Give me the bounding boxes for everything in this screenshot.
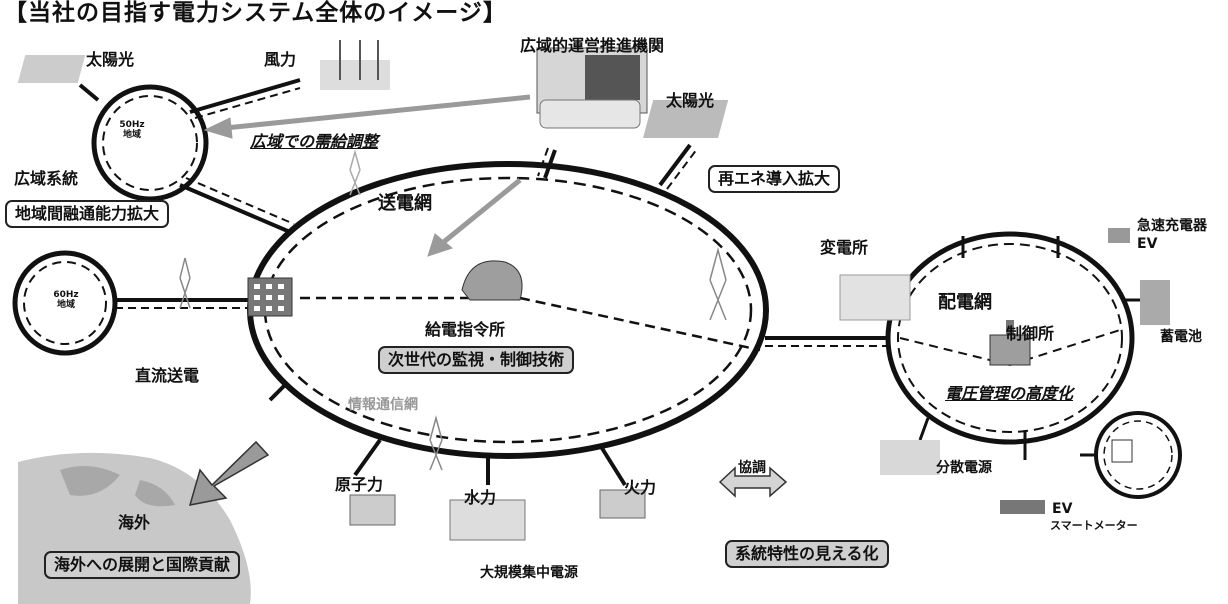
box-renewable: 再エネ導入拡大 [708, 165, 841, 193]
connection-lines [78, 78, 1121, 487]
label-wide-grid: 広域系統 [14, 169, 79, 188]
label-comm-network: 情報通信網 [348, 397, 418, 413]
label-dispatch-center: 給電指令所 [425, 320, 506, 339]
page-title: 【当社の目指す電力システム全体のイメージ】 [4, 0, 507, 26]
label-ocgo: 広域的運営推進機関 [520, 36, 665, 55]
freq60-ring [12, 250, 118, 356]
transmission-ring [247, 161, 769, 459]
der-ring [1094, 411, 1182, 499]
label-wide-area-supply: 広域での需給調整 [250, 132, 379, 151]
freq50-comm-ring [102, 95, 198, 191]
label-control-center: 制御所 [1006, 324, 1055, 343]
label-coordination: 協調 [738, 460, 766, 476]
label-smart-meter: スマートメーター [1050, 519, 1138, 532]
label-wind-top: 風力 [264, 50, 297, 69]
box-voltage: 電圧管理の高度化 [945, 384, 1074, 403]
label-distribution-network: 配電網 [938, 292, 992, 313]
freq50-ring [91, 84, 209, 202]
box-overseas-expansion: 海外への展開と国際貢献 [44, 551, 241, 579]
label-fast-charger: 急速充電器 EV [1137, 218, 1207, 252]
label-hydro: 水力 [464, 488, 497, 507]
label-solar-right: 太陽光 [666, 91, 715, 110]
box-interregional: 地域間融通能力拡大 [5, 200, 170, 228]
label-hvdc: 直流送電 [135, 366, 200, 385]
label-battery: 蓄電池 [1160, 329, 1202, 345]
box-next-gen: 次世代の監視・制御技術 [378, 346, 575, 374]
label-ev: EV [1052, 501, 1073, 517]
label-solar-left: 太陽光 [86, 50, 135, 69]
box-grid-visibility: 系統特性の見える化 [725, 540, 889, 568]
globe-continent [60, 466, 175, 507]
comm-ring [263, 176, 753, 444]
distribution-ticks [918, 236, 1140, 460]
label-thermal: 火力 [624, 478, 657, 497]
label-overseas: 海外 [118, 513, 151, 532]
arrows [188, 94, 788, 506]
label-nuclear: 原子力 [335, 475, 384, 494]
der-comm-ring [1103, 420, 1173, 490]
label-transmission-network: 送電網 [378, 193, 432, 214]
label-substation: 変電所 [820, 238, 869, 257]
label-large-central: 大規模集中電源 [480, 565, 578, 581]
label-distributed-power: 分散電源 [936, 460, 992, 476]
distribution-comm-ring [897, 243, 1123, 433]
icons [17, 40, 1170, 541]
label-freq-60: 60Hz 地域 [53, 290, 79, 311]
label-freq-50: 50Hz 地域 [119, 120, 145, 141]
freq60-comm-ring [23, 261, 107, 345]
